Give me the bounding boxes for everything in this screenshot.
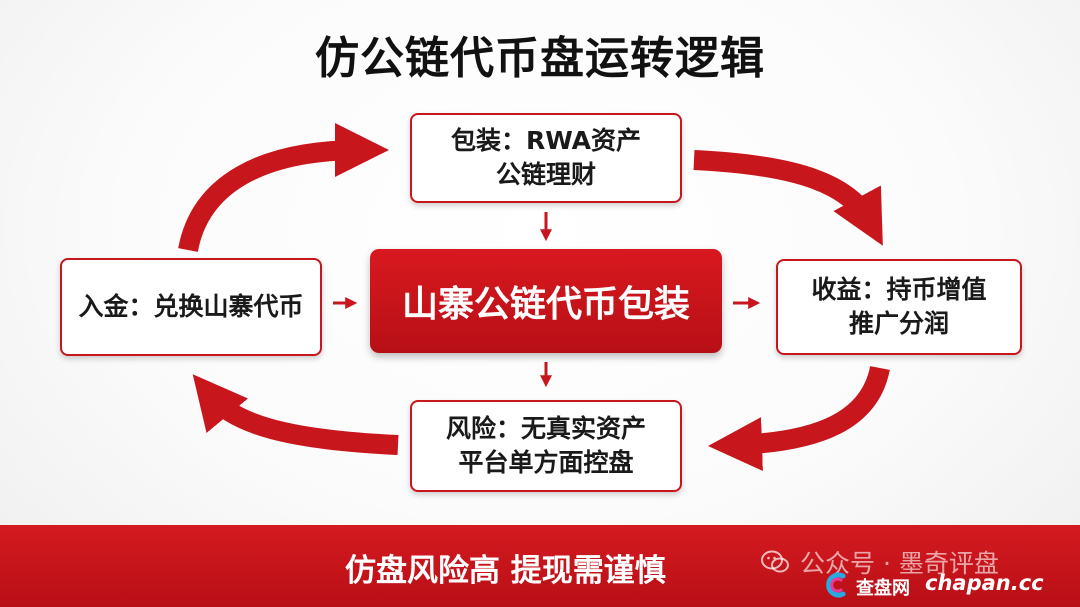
cycle-arrow-top-to-right <box>693 150 883 246</box>
wechat-icon <box>761 550 789 573</box>
node-returns-line1: 收益：持币增值 <box>811 275 987 305</box>
page-title: 仿公链代币盘运转逻辑 <box>315 33 765 84</box>
watermark-text: 公众号 · 墨奇评盘 <box>800 549 999 578</box>
node-risk-line2: 平台单方面控盘 <box>458 448 634 477</box>
node-packaging: 包装：RWA资产 公链理财 <box>410 113 682 203</box>
node-deposit-line1: 入金：兑换山寨代币 <box>78 292 304 322</box>
node-risk: 风险：无真实资产 平台单方面控盘 <box>410 400 682 492</box>
cycle-arrow-bottom-to-left <box>192 374 399 455</box>
node-deposit: 入金：兑换山寨代币 <box>60 258 322 356</box>
site-logo-icon <box>826 572 846 598</box>
node-returns: 收益：持币增值 推广分润 <box>776 259 1022 355</box>
node-packaging-line2: 公链理财 <box>495 160 596 189</box>
node-core: 山寨公链代币包装 <box>370 249 722 353</box>
footer-banner: 仿盘风险高 提现需谨慎 公众号 · 墨奇评盘 查盘网 chapan.cc <box>0 525 1080 607</box>
site-domain: chapan.cc <box>925 571 1044 595</box>
node-returns-line2: 推广分润 <box>848 309 949 338</box>
cycle-arrow-left-to-top <box>178 123 389 253</box>
node-risk-line1: 风险：无真实资产 <box>445 414 646 444</box>
node-core-label: 山寨公链代币包装 <box>401 284 690 325</box>
footer-slogan: 仿盘风险高 提现需谨慎 <box>345 553 666 589</box>
cycle-arrow-right-to-bottom <box>708 365 890 472</box>
site-name: 查盘网 <box>856 578 910 599</box>
node-packaging-line1: 包装：RWA资产 <box>450 126 642 156</box>
